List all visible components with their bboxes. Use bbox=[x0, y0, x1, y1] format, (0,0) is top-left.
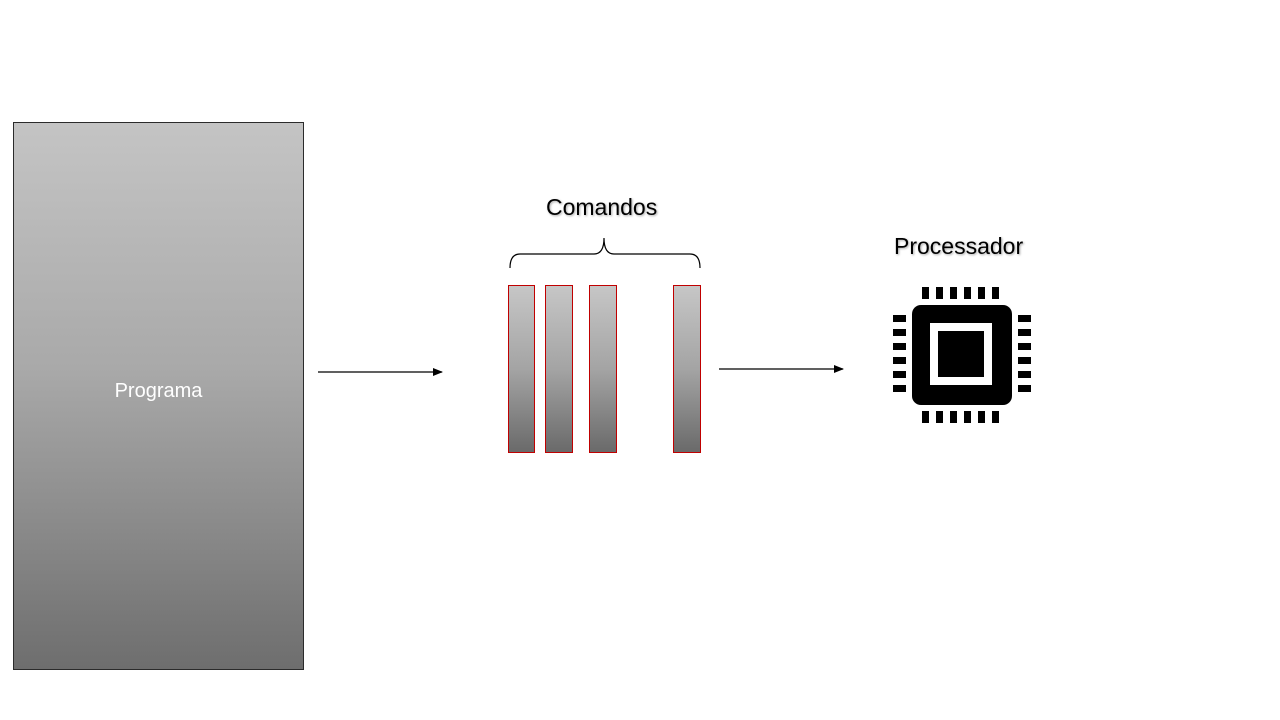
commands-brace bbox=[509, 237, 701, 269]
command-bar bbox=[673, 285, 701, 453]
program-block: Programa bbox=[13, 122, 304, 670]
command-bar bbox=[545, 285, 573, 453]
processor-label: Processador bbox=[894, 233, 1024, 259]
program-label: Programa bbox=[114, 379, 203, 402]
command-bar bbox=[589, 285, 617, 453]
command-bar bbox=[508, 285, 535, 453]
cpu-chip-icon bbox=[893, 287, 1031, 423]
commands-label: Comandos bbox=[546, 194, 658, 220]
